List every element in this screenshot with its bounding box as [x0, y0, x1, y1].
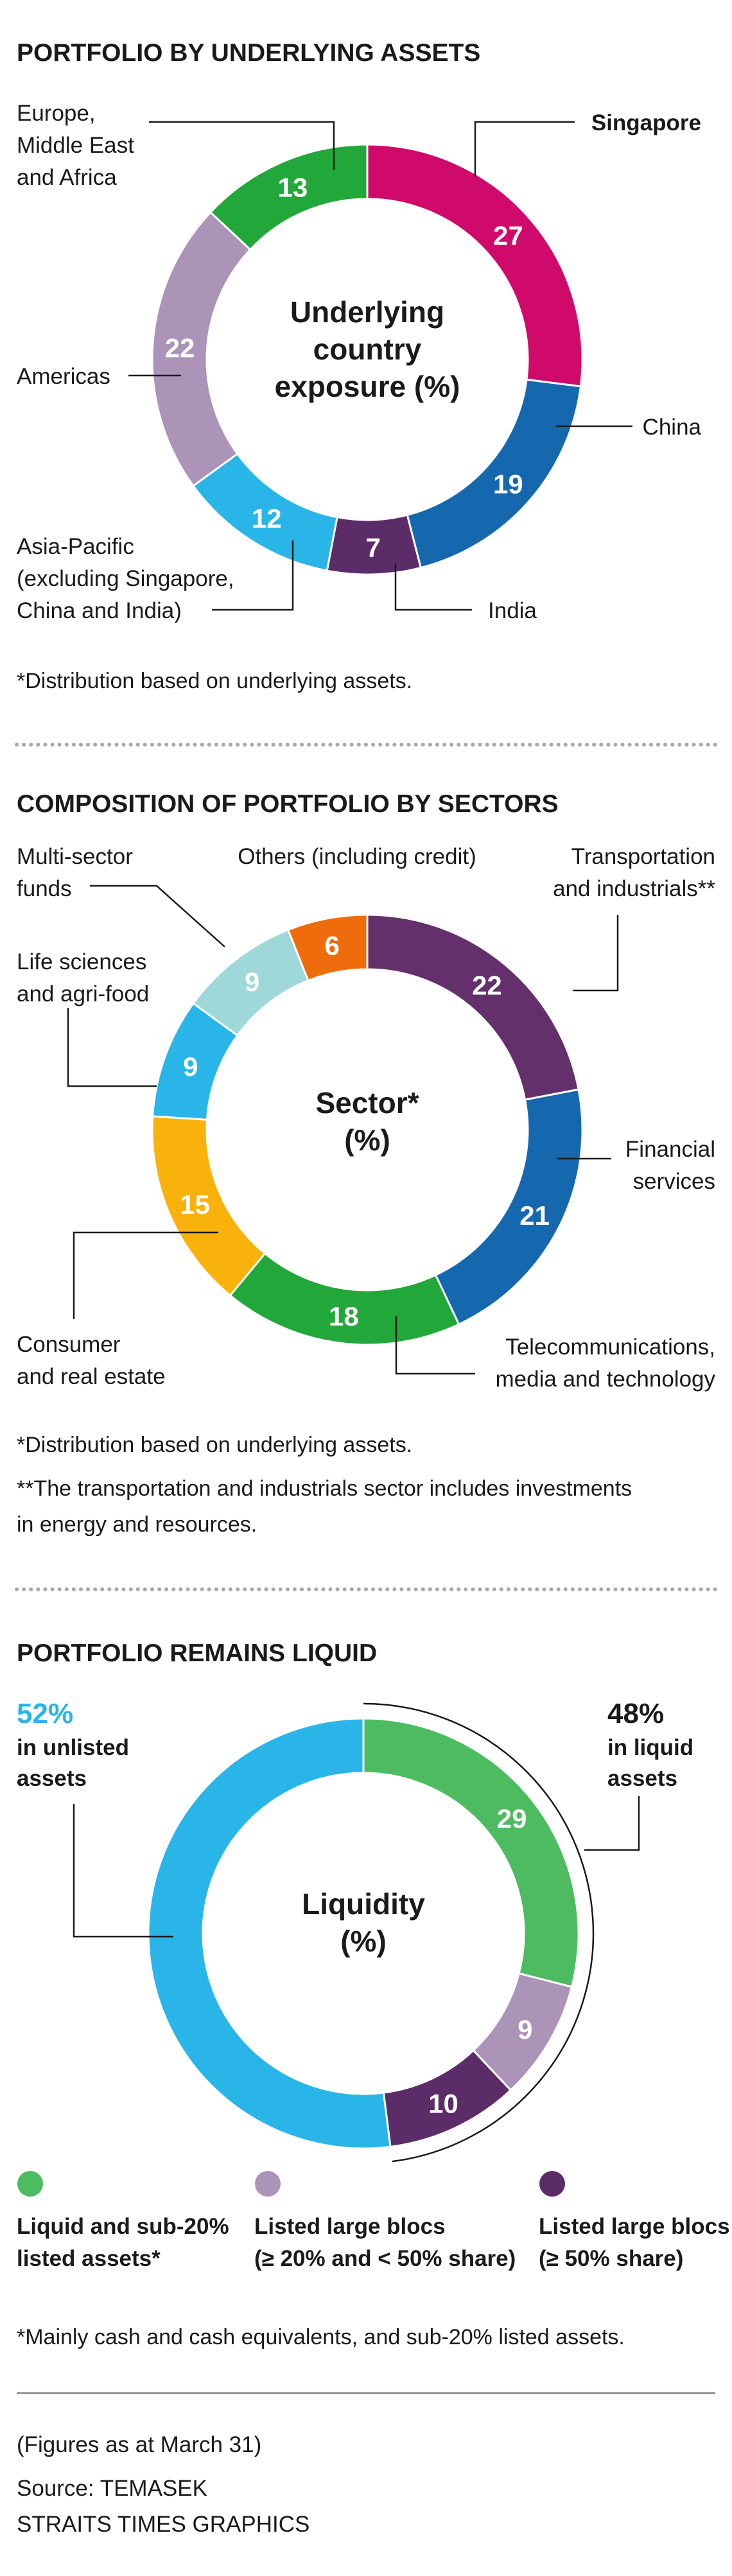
label-europe-line3: and Africa [17, 165, 117, 190]
chart3-footnote: *Mainly cash and cash equivalents, and s… [17, 2325, 625, 2349]
label-asia-pacific-line1: Asia-Pacific [17, 534, 134, 559]
legend-blocs-20-50-line1: Listed large blocs [254, 2214, 446, 2239]
sector-value-life-sciences: 9 [183, 1051, 198, 1082]
footer-credit: STRAITS TIMES GRAPHICS [17, 2512, 309, 2537]
chart2-footnote-3: in energy and resources. [17, 1512, 257, 1537]
assets-value-asia-pacific: 12 [252, 503, 282, 533]
liquid-bracket-arc [363, 1702, 595, 2163]
label-consumer-line1: Consumer [17, 1332, 121, 1357]
legend-swatch-blocs-20-50 [255, 2171, 281, 2197]
leader-europe [149, 121, 335, 170]
leader-india [394, 564, 472, 611]
footer-date-note: (Figures as at March 31) [17, 2432, 261, 2457]
legend-blocs-20-50-line2: (≥ 20% and < 50% share) [254, 2246, 516, 2271]
label-financial-line2: services [633, 1169, 715, 1194]
footer: (Figures as at March 31) Source: TEMASEK… [17, 2432, 309, 2537]
chart3-title: PORTFOLIO REMAINS LIQUID [17, 1639, 377, 1667]
chart1-footnote: *Distribution based on underlying assets… [17, 669, 412, 693]
chart1-center-line2: country [313, 333, 422, 366]
label-telecom-line2: media and technology [496, 1367, 716, 1392]
unlisted-callout-line1: in unlisted [17, 1735, 129, 1760]
legend-blocs-50-line2: (≥ 50% share) [539, 2246, 683, 2271]
chart3-center-line1: Liquidity [302, 1887, 425, 1921]
label-europe-line2: Middle East [17, 133, 134, 158]
sector-value-others: 6 [325, 931, 340, 961]
liquidity-value-blocs-50: 10 [428, 2089, 458, 2119]
leader-multi-sector [90, 885, 225, 947]
legend-liquid-line1: Liquid and sub-20% [17, 2214, 229, 2239]
sector-value-transportation: 22 [472, 971, 502, 1001]
chart1-center-line1: Underlying [290, 295, 444, 329]
label-china: China [643, 415, 702, 440]
leader-singapore [474, 121, 575, 177]
leader-life-sciences [67, 1008, 157, 1087]
leader-transportation [573, 915, 619, 992]
liquidity-value-liquid: 29 [497, 1804, 527, 1834]
liquid-callout-line2: assets [607, 1766, 677, 1791]
chart2-footnote-2: **The transportation and industrials sec… [17, 1476, 632, 1501]
label-india: India [488, 598, 537, 623]
label-asia-pacific-line2: (excluding Singapore, [17, 566, 234, 591]
label-multi-sector-line1: Multi-sector [17, 844, 133, 869]
assets-slice-europe [209, 143, 369, 251]
underlying-assets-chart: PORTFOLIO BY UNDERLYING ASSETS 27 19 7 12 22… [17, 39, 702, 693]
chart2-center-line2: (%) [344, 1123, 390, 1157]
assets-value-china: 19 [493, 469, 523, 499]
leader-asia-pacific [212, 540, 294, 611]
assets-value-americas: 22 [165, 333, 195, 363]
liquid-bracket-connector [584, 1796, 640, 1851]
sector-donut: 22 21 18 15 9 9 6 [151, 913, 584, 1346]
liquidity-slice-liquid [362, 1717, 580, 1989]
chart1-title: PORTFOLIO BY UNDERLYING ASSETS [17, 39, 480, 67]
label-europe-line1: Europe, [17, 101, 96, 126]
chart2-title: COMPOSITION OF PORTFOLIO BY SECTORS [17, 790, 559, 818]
label-multi-sector-line2: funds [17, 876, 72, 901]
label-asia-pacific-line3: China and India) [17, 598, 182, 623]
sector-composition-chart: COMPOSITION OF PORTFOLIO BY SECTORS 22 21… [17, 790, 715, 1537]
sector-value-multi-sector: 9 [245, 967, 259, 997]
footer-source: Source: TEMASEK [17, 2476, 207, 2501]
leader-unlisted [73, 1804, 173, 1938]
legend-blocs-50-line1: Listed large blocs [539, 2214, 730, 2239]
label-americas: Americas [17, 364, 110, 389]
unlisted-pct: 52% [17, 1698, 73, 1729]
sector-value-financial: 21 [519, 1200, 550, 1231]
label-telecom-line1: Telecommunications, [505, 1335, 715, 1360]
sector-slice-others [286, 913, 369, 982]
assets-value-singapore: 27 [493, 221, 523, 251]
assets-value-europe: 13 [277, 173, 308, 203]
label-consumer-line2: and real estate [17, 1364, 166, 1389]
chart2-footnote-1: *Distribution based on underlying assets… [17, 1433, 412, 1457]
label-transportation-line2: and industrials** [553, 876, 715, 901]
label-financial-line1: Financial [625, 1137, 715, 1162]
legend-liquid-line2: listed assets* [17, 2246, 161, 2271]
leader-consumer [73, 1231, 218, 1319]
sector-slice-transportation [366, 913, 580, 1101]
sector-slice-financial [434, 1088, 584, 1326]
assets-value-india: 7 [366, 532, 381, 562]
chart1-center-line3: exposure (%) [275, 370, 460, 403]
label-others: Others (including credit) [238, 844, 476, 869]
sector-value-telecom: 18 [329, 1301, 359, 1331]
liquid-pct: 48% [607, 1698, 664, 1729]
label-singapore: Singapore [591, 110, 701, 135]
underlying-assets-donut: 27 19 7 12 22 13 [151, 143, 584, 576]
liquidity-chart: PORTFOLIO REMAINS LIQUID 29 9 10 Liquidity… [17, 1639, 730, 2349]
label-life-sciences-line1: Life sciences [17, 949, 146, 974]
liquid-callout-line1: in liquid [607, 1735, 693, 1760]
legend-swatch-liquid [17, 2171, 43, 2197]
liquidity-value-blocs-20-50: 9 [518, 2014, 532, 2044]
chart3-center-line2: (%) [340, 1924, 387, 1958]
label-life-sciences-line2: and agri-food [17, 981, 149, 1007]
label-transportation-line1: Transportation [571, 844, 715, 869]
unlisted-callout-line2: assets [17, 1766, 87, 1791]
liquidity-donut: 29 9 10 [147, 1717, 580, 2150]
chart2-center-line1: Sector* [315, 1086, 419, 1119]
sector-value-consumer: 15 [180, 1189, 210, 1220]
leader-telecom [395, 1316, 475, 1375]
liquidity-slice-unlisted [147, 1717, 392, 2150]
legend-swatch-blocs-50 [539, 2171, 565, 2197]
